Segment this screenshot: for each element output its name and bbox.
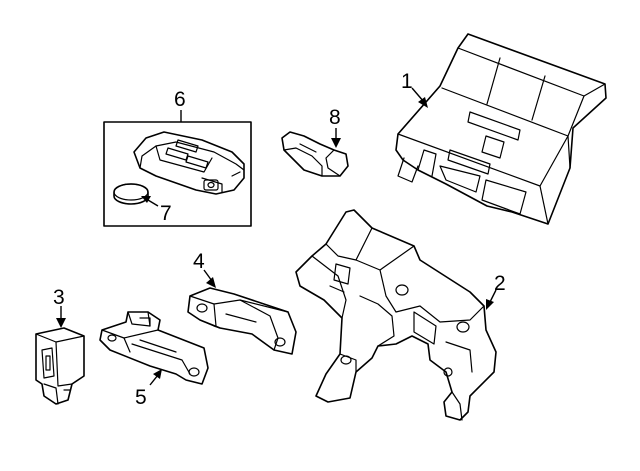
leader-7 bbox=[141, 196, 159, 207]
callout-7: 7 bbox=[160, 202, 172, 225]
cover-icon bbox=[281, 131, 349, 177]
coin-battery-icon bbox=[113, 183, 149, 205]
leader-1 bbox=[411, 87, 428, 108]
leader-4 bbox=[203, 269, 216, 288]
leader-2 bbox=[486, 289, 497, 310]
callout-5: 5 bbox=[135, 386, 147, 409]
leader-8 bbox=[331, 128, 341, 148]
holder-icon bbox=[99, 311, 209, 385]
callout-4: 4 bbox=[193, 250, 205, 273]
mounting-bracket-icon bbox=[295, 209, 497, 421]
callout-2: 2 bbox=[494, 272, 506, 295]
bracket-icon bbox=[187, 287, 297, 355]
key-fob-box bbox=[103, 110, 252, 227]
callout-6: 6 bbox=[174, 88, 186, 111]
key-fob-icon bbox=[133, 131, 245, 195]
callout-3: 3 bbox=[53, 286, 65, 309]
sensor-icon bbox=[35, 327, 85, 405]
callout-1: 1 bbox=[401, 70, 413, 93]
leader-3 bbox=[56, 306, 66, 328]
leader-5 bbox=[149, 369, 162, 386]
control-module-icon bbox=[395, 33, 607, 225]
callout-8: 8 bbox=[329, 106, 341, 129]
